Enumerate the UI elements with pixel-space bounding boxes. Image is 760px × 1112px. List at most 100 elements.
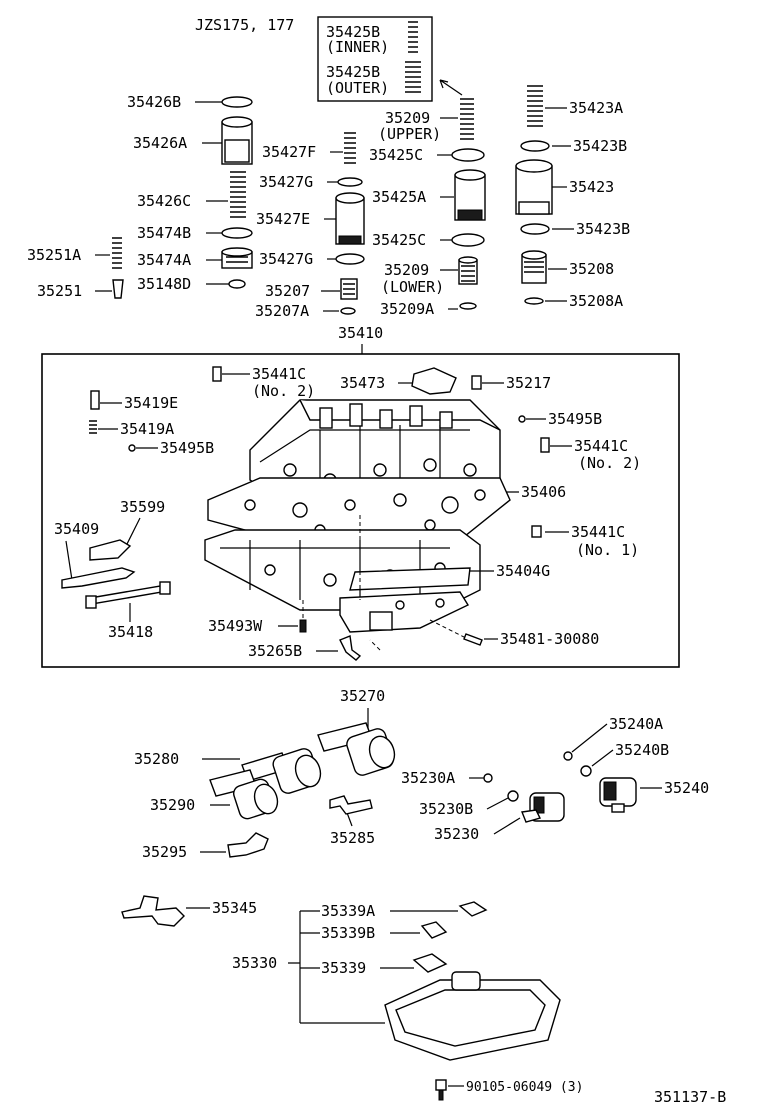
part-label-35217[interactable]: 35217 [506,374,551,392]
o-ring-icon [335,253,365,265]
spring-icon [527,85,543,127]
part-label-35230B[interactable]: 35230B [419,800,473,818]
part-label-35330[interactable]: 35330 [232,954,277,972]
part-label-35209-upper[interactable]: 35209 [385,109,430,127]
part-label-35290[interactable]: 35290 [150,796,195,814]
solenoid-icon [317,722,396,776]
solenoid-icon [209,769,279,820]
part-label-35426C[interactable]: 35426C [137,192,191,210]
part-label-35495B-left[interactable]: 35495B [160,439,214,457]
part-label-35423B-1[interactable]: 35423B [573,137,627,155]
gasket-icon [420,921,448,939]
part-tag-no2-top: (No. 2) [252,382,315,400]
pin-icon [531,525,542,538]
o-ring-icon [451,148,485,162]
part-label-35427G-2[interactable]: 35427G [259,250,313,268]
part-label-35209A[interactable]: 35209A [380,300,434,318]
part-label-35418[interactable]: 35418 [108,623,153,641]
part-label-35427G-1[interactable]: 35427G [259,173,313,191]
diagram-id: 351137-B [654,1088,726,1106]
o-ring-icon [221,96,253,108]
part-label-35409[interactable]: 35409 [54,520,99,538]
part-label-35426B[interactable]: 35426B [127,93,181,111]
part-label-35493W[interactable]: 35493W [208,617,263,635]
o-ring-icon [520,140,550,152]
gasket-icon [349,567,471,591]
rod-icon [85,581,171,609]
part-label-35295[interactable]: 35295 [142,843,187,861]
part-label-35406[interactable]: 35406 [521,483,566,501]
part-label-35207[interactable]: 35207 [265,282,310,300]
model-note: JZS175, 177 [195,16,294,34]
part-label-35425B-outer[interactable]: 35425B [326,63,380,81]
part-label-35423[interactable]: 35423 [569,178,614,196]
part-label-35240B[interactable]: 35240B [615,741,669,759]
o-ring-icon [580,765,592,777]
part-label-35339B[interactable]: 35339B [321,924,375,942]
part-label-35427F[interactable]: 35427F [262,143,316,161]
part-label-35265B[interactable]: 35265B [248,642,302,660]
spring-icon [344,132,356,164]
part-label-35425C-2[interactable]: 35425C [372,231,426,249]
part-label-35423B-2[interactable]: 35423B [576,220,630,238]
part-label-35441C-top[interactable]: 35441C [252,365,306,383]
part-label-35285[interactable]: 35285 [330,829,375,847]
part-label-35209-lower[interactable]: 35209 [384,261,429,279]
lower-valve-body-icon [204,529,481,611]
part-label-90105-06049[interactable]: 90105-06049 (3) [466,1080,583,1095]
part-label-35441C-low[interactable]: 35441C [571,523,625,541]
part-label-35339[interactable]: 35339 [321,959,366,977]
part-label-35474A[interactable]: 35474A [137,251,191,269]
part-label-35148D[interactable]: 35148D [137,275,191,293]
o-ring-icon [221,227,253,239]
part-label-35208[interactable]: 35208 [569,260,614,278]
part-label-35404G[interactable]: 35404G [496,562,550,580]
bolt-icon [463,633,483,646]
clip-icon [524,297,544,305]
part-tag-upper: (UPPER) [378,125,441,143]
part-label-35345[interactable]: 35345 [212,899,257,917]
part-label-35230[interactable]: 35230 [434,825,479,843]
clip-icon [227,832,269,858]
part-label-35240[interactable]: 35240 [664,779,709,797]
part-label-35425B-inner[interactable]: 35425B [326,23,380,41]
spring-inner-icon [408,21,418,53]
reference-arrow [439,79,463,96]
part-label-35495B-right[interactable]: 35495B [548,410,602,428]
part-label-35425C-1[interactable]: 35425C [369,146,423,164]
part-label-35423A[interactable]: 35423A [569,99,623,117]
o-ring-icon [337,177,363,187]
part-label-35474B[interactable]: 35474B [137,224,191,242]
part-label-35240A[interactable]: 35240A [609,715,663,733]
part-label-35207A[interactable]: 35207A [255,302,309,320]
o-ring-icon [483,773,493,783]
clip-icon [340,307,356,315]
sleeve-icon [340,278,358,300]
spring-icon [89,420,97,434]
part-label-35599[interactable]: 35599 [120,498,165,516]
gasket-icon [89,539,132,561]
part-label-35427E[interactable]: 35427E [256,210,310,228]
part-label-35419E[interactable]: 35419E [124,394,178,412]
part-label-35280[interactable]: 35280 [134,750,179,768]
part-tag-no2-mid: (No. 2) [578,454,641,472]
part-tag-inner: (INNER) [326,38,389,56]
part-label-35339A[interactable]: 35339A [321,902,375,920]
part-label-35410[interactable]: 35410 [338,324,383,342]
part-label-35426A[interactable]: 35426A [133,134,187,152]
part-label-35419A[interactable]: 35419A [120,420,174,438]
part-label-35473[interactable]: 35473 [340,374,385,392]
part-label-35208A[interactable]: 35208A [569,292,623,310]
o-ring-icon [451,233,485,247]
part-label-35425A[interactable]: 35425A [372,188,426,206]
spring-icon [230,171,246,218]
part-label-35251A[interactable]: 35251A [27,246,81,264]
part-label-35230A[interactable]: 35230A [401,769,455,787]
part-label-35441C-mid[interactable]: 35441C [574,437,628,455]
plug-icon [521,250,547,284]
part-label-35270[interactable]: 35270 [340,687,385,705]
spring-inner-outer-box [317,16,433,102]
part-label-35251[interactable]: 35251 [37,282,82,300]
part-label-35481-30080[interactable]: 35481-30080 [500,630,599,648]
